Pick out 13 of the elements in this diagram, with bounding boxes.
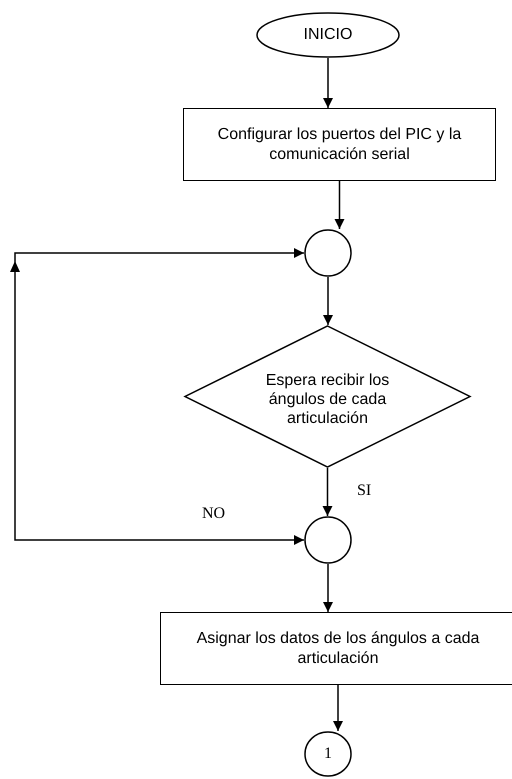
- arrow: [334, 181, 344, 229]
- arrow: [333, 685, 343, 731]
- arrow: [323, 564, 333, 612]
- arrow: [323, 58, 333, 108]
- start-terminal: INICIO: [256, 12, 400, 58]
- arrow: [323, 277, 333, 325]
- process-box: Asignar los datos de los ángulos a cada articulación: [160, 612, 512, 685]
- decision-diamond: Espera recibir los ángulos de cada articulación: [184, 325, 471, 468]
- off-page-connector: 1: [304, 731, 352, 777]
- connector-circle: [304, 516, 352, 564]
- process-box: Configurar los puertos del PIC y la comunicación serial: [183, 108, 496, 181]
- connector-circle: [304, 229, 352, 277]
- arrow: [322, 468, 332, 516]
